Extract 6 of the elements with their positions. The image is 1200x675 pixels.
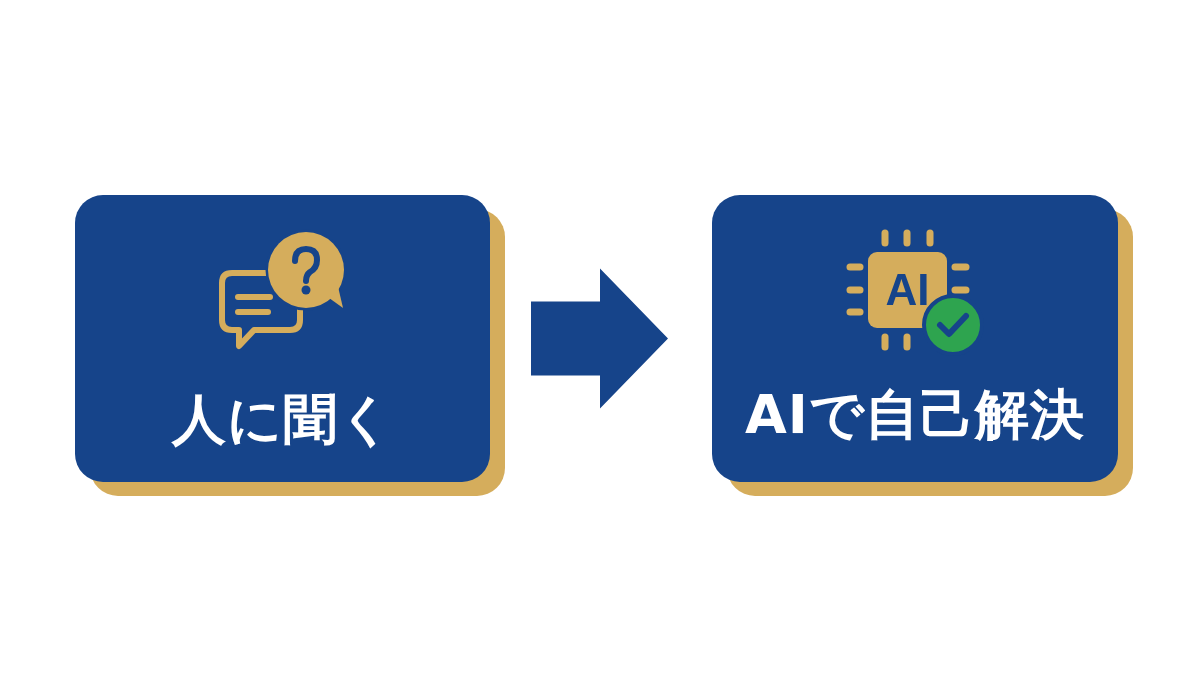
process-card [712,195,1118,482]
chip-label: AI [884,264,931,316]
process-card [75,195,490,482]
card-title: AIで自己解決 [745,384,1085,446]
block-arrow [531,268,668,409]
card-title: 人に聞く [171,389,394,451]
